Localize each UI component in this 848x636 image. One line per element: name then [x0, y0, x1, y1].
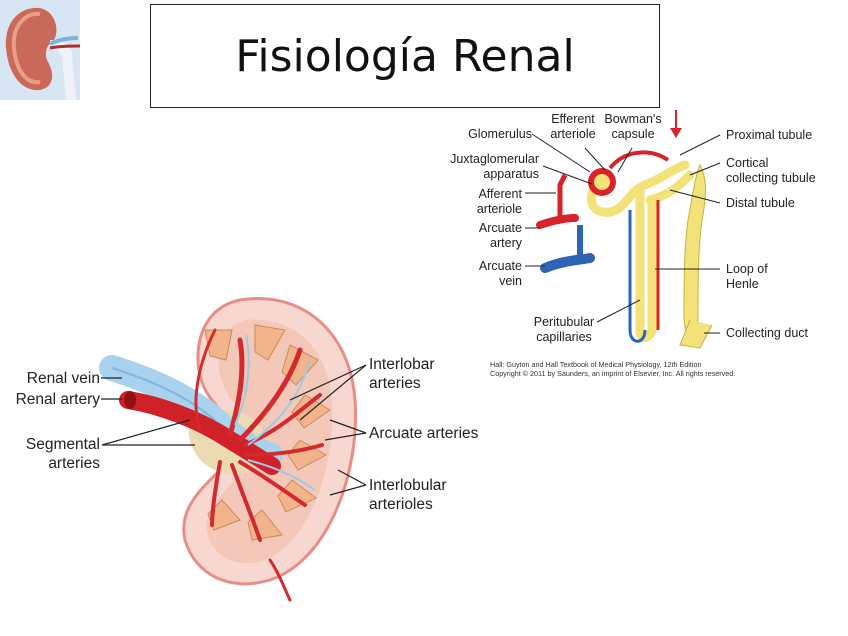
label-renal-vein: Renal vein	[26, 370, 100, 387]
label-renal-artery: Renal artery	[15, 391, 100, 408]
label-bowmans-capsule: Bowman's capsule	[598, 112, 668, 141]
label-arcuate-artery-line2: artery	[490, 235, 522, 250]
label-segmental-arteries: Segmental arteries	[26, 435, 100, 473]
label-bowman-line1: Bowman's	[604, 112, 662, 126]
label-cortical-collecting-tubule: Cortical collecting tubule	[726, 156, 816, 185]
label-segmental-line2: arteries	[48, 455, 100, 472]
label-proximal-tubule: Proximal tubule	[726, 128, 813, 142]
label-interlobar-arteries: Interlobar arteries	[369, 355, 434, 393]
label-arcuate-artery-line1: Arcuate	[478, 221, 522, 235]
label-juxtaglomerular-apparatus: Juxtaglomerular apparatus	[450, 152, 539, 181]
label-segmental-line1: Segmental	[25, 436, 100, 453]
kidney-thumbnail	[0, 0, 80, 100]
label-loop-line2: Henle	[726, 276, 759, 291]
label-peritubular-line2: capillaries	[536, 329, 592, 344]
label-afferent-line2: arteriole	[476, 201, 522, 216]
label-interlobular-line2: arterioles	[369, 496, 433, 513]
label-loop-line1: Loop of	[726, 262, 768, 276]
label-efferent-arteriole: Efferent arteriole	[540, 112, 606, 141]
label-peritubular-capillaries: Peritubular capillaries	[528, 315, 600, 344]
kidney-illustration	[99, 297, 367, 602]
label-glomerulus: Glomerulus	[468, 127, 532, 141]
label-juxta-line2: apparatus	[483, 166, 539, 181]
label-cortical-line2: collecting tubule	[726, 170, 816, 185]
label-arcuate-vein-line2: vein	[499, 273, 522, 288]
label-efferent-line2: arteriole	[550, 126, 596, 141]
label-interlobular-line1: Interlobular	[369, 477, 447, 494]
label-efferent-line1: Efferent	[551, 112, 595, 126]
label-collecting-duct: Collecting duct	[726, 326, 808, 340]
nephron-illustration	[525, 110, 721, 349]
label-interlobar-line1: Interlobar	[369, 356, 435, 373]
credit-line-2: Copyright © 2011 by Saunders, an imprint…	[490, 369, 736, 378]
title-box: Fisiología Renal	[150, 4, 660, 108]
label-interlobular-arterioles: Interlobular arterioles	[369, 476, 447, 514]
label-afferent-line1: Afferent	[478, 187, 522, 201]
label-distal-tubule: Distal tubule	[726, 196, 795, 210]
label-loop-of-henle: Loop of Henle	[726, 262, 768, 291]
label-arcuate-arteries: Arcuate arteries	[369, 425, 479, 442]
label-afferent-arteriole: Afferent arteriole	[477, 187, 522, 216]
figure-credit: Hall: Guyton and Hall Textbook of Medica…	[490, 360, 735, 378]
credit-line-1: Hall: Guyton and Hall Textbook of Medica…	[490, 360, 702, 369]
label-peritubular-line1: Peritubular	[533, 315, 595, 329]
label-interlobar-line2: arteries	[369, 375, 421, 392]
slide-title: Fisiología Renal	[235, 30, 575, 82]
label-bowman-line2: capsule	[611, 126, 655, 141]
label-arcuate-vein: Arcuate vein	[479, 259, 522, 288]
label-arcuate-artery: Arcuate artery	[479, 221, 522, 250]
label-cortical-line1: Cortical	[726, 156, 769, 170]
label-arcuate-vein-line1: Arcuate	[478, 259, 522, 273]
label-juxta-line1: Juxtaglomerular	[450, 152, 539, 166]
